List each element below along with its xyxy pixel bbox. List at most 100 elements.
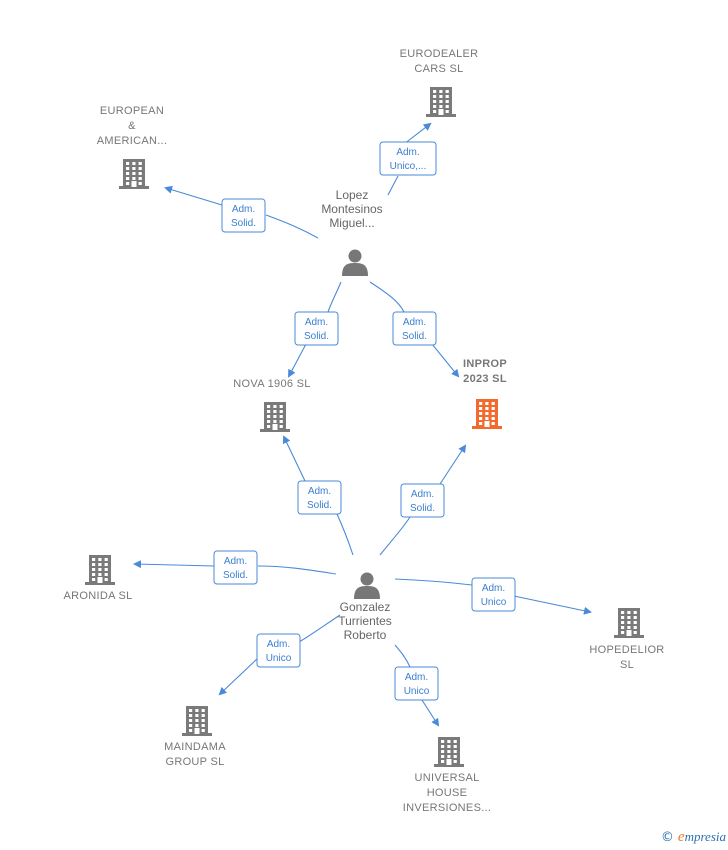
node-label: EUROPEAN [100, 105, 164, 117]
node-label: ARONIDA SL [63, 590, 132, 602]
node-label: Montesinos [321, 202, 382, 216]
node-label: UNIVERSAL [414, 772, 479, 784]
node-nova[interactable]: NOVA 1906 SL [233, 378, 310, 432]
edge-label-box[interactable]: Adm. Unico,... [379, 141, 437, 176]
brand-logo[interactable]: empresia [678, 829, 726, 846]
edge-line [257, 565, 337, 575]
building-icon [472, 399, 502, 429]
node-maindama[interactable]: MAINDAMA GROUP SL [164, 706, 226, 768]
node-label: CARS SL [414, 63, 463, 75]
edge-gonzalez-maindama: Adm. Unico [218, 614, 341, 696]
nodes-layer: EURODEALER CARS SL EUROPEAN & AMERICAN... Lop… [63, 48, 664, 814]
edge-label-text: Adm. [224, 556, 247, 567]
person-icon [342, 249, 368, 276]
building-icon [182, 706, 212, 736]
edge-label-box[interactable]: Adm. Solid. [392, 311, 437, 346]
node-label: Turrientes [338, 614, 392, 628]
edge-line [265, 214, 319, 239]
node-aronida[interactable]: ARONIDA SL [63, 555, 132, 602]
edge-label-text: Adm. [308, 486, 331, 497]
edge-label-text: Solid. [304, 331, 329, 342]
edge-label-text: Solid. [410, 503, 435, 514]
building-icon [434, 737, 464, 767]
edge-label-text: Adm. [232, 204, 255, 215]
node-eurodealer[interactable]: EURODEALER CARS SL [400, 48, 479, 117]
node-label: SL [620, 659, 634, 671]
edge-label-box[interactable]: Adm. Solid. [400, 483, 445, 518]
brand-name: mpresia [684, 829, 726, 844]
node-label: INVERSIONES... [403, 802, 492, 814]
edge-lopez-european: Adm. Solid. [164, 185, 319, 239]
edge-line [298, 614, 341, 643]
node-label: GROUP SL [165, 756, 224, 768]
node-label: Gonzalez [340, 600, 391, 614]
edge-line [133, 560, 215, 569]
footer-brand[interactable]: © empresia [661, 829, 726, 846]
node-label: Roberto [344, 628, 387, 642]
edge-label-box[interactable]: Adm. Solid. [221, 198, 266, 233]
edge-line [327, 281, 342, 313]
edge-label-text: Adm. [411, 489, 434, 500]
edge-gonzalez-universal: Adm.Unico [394, 644, 440, 727]
building-icon [614, 608, 644, 638]
edge-gonzalez-aronida: Adm. Solid. [133, 550, 337, 585]
edge-label-text: Adm. [305, 317, 328, 328]
edge-label-text: Unico [266, 653, 292, 664]
brand-initial: e [677, 829, 685, 845]
edge-label-text: Solid. [402, 331, 427, 342]
node-label: & [128, 120, 136, 132]
edge-label-text: Adm. [396, 147, 419, 158]
edge-label-frame [392, 311, 437, 346]
node-label: MAINDAMA [164, 741, 226, 753]
edge-line [431, 343, 460, 378]
building-icon [119, 159, 149, 189]
edge-label-text: Solid. [231, 218, 256, 229]
edge-label-text: Adm. [267, 639, 290, 650]
node-label: EURODEALER [400, 48, 479, 60]
edge-label-text: Solid. [307, 500, 332, 511]
building-icon [426, 87, 456, 117]
building-icon [85, 555, 115, 585]
node-label: Miguel... [329, 216, 374, 230]
edge-label-text: Unico [481, 597, 507, 608]
edge-label-box[interactable]: Adm. Unico [471, 577, 516, 612]
node-label: Lopez [336, 188, 369, 202]
edge-line [439, 444, 467, 485]
building-icon [260, 402, 290, 432]
edge-label-text: Adm. [482, 583, 505, 594]
edge-label-text: Solid. [223, 570, 248, 581]
edge-line [282, 435, 306, 482]
edge-line [164, 185, 223, 206]
edge-label-box[interactable]: Adm. Solid. [294, 311, 339, 346]
edge-label-frame [297, 480, 342, 515]
edge-label-frame [394, 666, 439, 701]
edge-gonzalez-nova: Adm. Solid. [282, 435, 354, 556]
node-universal[interactable]: UNIVERSALHOUSEINVERSIONES... [403, 737, 492, 814]
edge-label-frame [471, 577, 516, 612]
person-icon [354, 572, 380, 599]
edge-line [336, 513, 354, 556]
edge-gonzalez-inprop: Adm. Solid. [379, 444, 467, 556]
node-label: AMERICAN... [97, 135, 168, 147]
node-label: HOPEDELIOR [589, 644, 664, 656]
edge-label-box[interactable]: Adm. Solid. [213, 550, 258, 585]
node-lopez[interactable]: LopezMontesinosMiguel... [321, 188, 383, 276]
edge-label-box[interactable]: Adm. Unico [256, 633, 301, 668]
node-european[interactable]: EUROPEAN & AMERICAN... [97, 105, 168, 189]
edge-line [218, 657, 259, 696]
edge-label-box[interactable]: Adm.Unico [394, 666, 439, 701]
edge-lopez-eurodealer: Adm. Unico,... [379, 122, 437, 196]
edge-label-frame [221, 198, 266, 233]
node-hopedelior[interactable]: HOPEDELIOR SL [589, 608, 664, 671]
edge-label-text: Unico,... [390, 161, 427, 172]
edge-label-text: Adm. [403, 317, 426, 328]
edge-line [394, 644, 411, 668]
edge-line [421, 699, 440, 727]
edge-label-box[interactable]: Adm. Solid. [297, 480, 342, 515]
node-label: NOVA 1906 SL [233, 378, 310, 390]
edge-label-frame [256, 633, 301, 668]
edge-label-frame [400, 483, 445, 518]
